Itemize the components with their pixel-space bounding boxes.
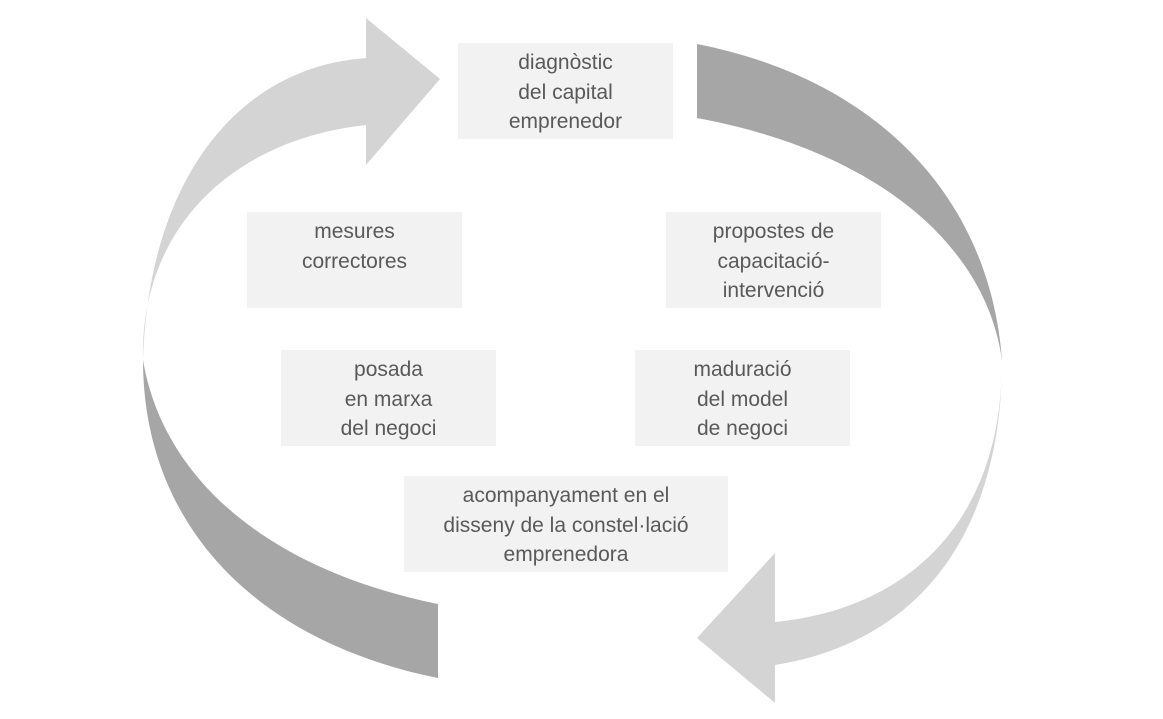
left-arrow-lower [143, 360, 438, 678]
node-mesures-line: correctores [301, 249, 408, 273]
left-arrow-upper [142, 18, 440, 360]
node-acompanyament: acompanyament en el disseny de la conste… [404, 476, 728, 572]
node-diagnostic-line: del capital [518, 80, 613, 104]
node-diagnostic-line: diagnòstic [518, 51, 613, 74]
node-diagnostic: diagnòstic del capital emprenedor [458, 43, 673, 139]
node-acompanyament-line: emprenedora [503, 543, 629, 566]
node-posada: posada en marxa del negoci [281, 350, 496, 446]
node-maduracio: maduració del model de negoci [635, 350, 850, 446]
node-maduracio-line: del model [696, 387, 789, 411]
node-maduracio-line: maduració [693, 358, 792, 381]
node-maduracio-line: de negoci [696, 417, 789, 440]
node-posada-line: posada [354, 358, 423, 381]
node-propostes-line: capacitació- [717, 249, 830, 273]
node-propostes: propostes de capacitació- intervenció [666, 212, 881, 308]
node-posada-line: del negoci [340, 417, 437, 440]
node-diagnostic-line: emprenedor [508, 110, 623, 133]
node-mesures: mesures correctores [247, 212, 462, 308]
node-mesures-line: mesures [314, 220, 395, 243]
right-arrow-upper [697, 44, 1002, 360]
node-propostes-line: intervenció [722, 279, 825, 302]
right-arrow-lower [697, 360, 1002, 703]
node-acompanyament-line: disseny de la constel·lació [443, 513, 689, 537]
node-posada-line: en marxa [344, 387, 433, 411]
node-propostes-line: propostes de [712, 220, 835, 243]
node-acompanyament-line: acompanyament en el [462, 484, 670, 507]
